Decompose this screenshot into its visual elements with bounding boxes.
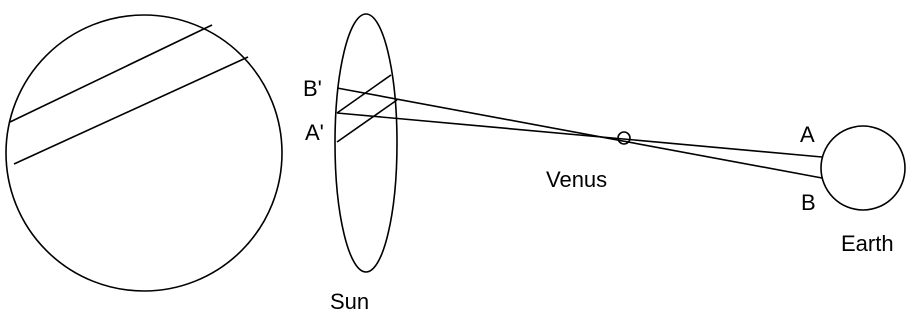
label-sun: Sun bbox=[330, 289, 369, 314]
sightline-a-to-a-prime bbox=[336, 112, 823, 158]
label-venus: Venus bbox=[546, 167, 607, 192]
earth-circle bbox=[820, 125, 906, 211]
label-b-prime: B' bbox=[303, 76, 322, 101]
label-a: A bbox=[800, 122, 815, 147]
label-a-prime: A' bbox=[305, 120, 324, 145]
sightline-b-to-b-prime bbox=[336, 87, 823, 179]
label-b: B bbox=[801, 190, 816, 215]
label-earth: Earth bbox=[841, 231, 894, 256]
transit-chord-lower bbox=[13, 56, 249, 165]
sun-disc-face-on bbox=[5, 14, 283, 292]
sun-disc-edge-on bbox=[334, 13, 398, 273]
edge-chord-lower bbox=[336, 99, 398, 143]
edge-chord-upper bbox=[336, 74, 392, 114]
venus-circle bbox=[617, 131, 631, 145]
transit-chord-upper bbox=[9, 24, 213, 123]
